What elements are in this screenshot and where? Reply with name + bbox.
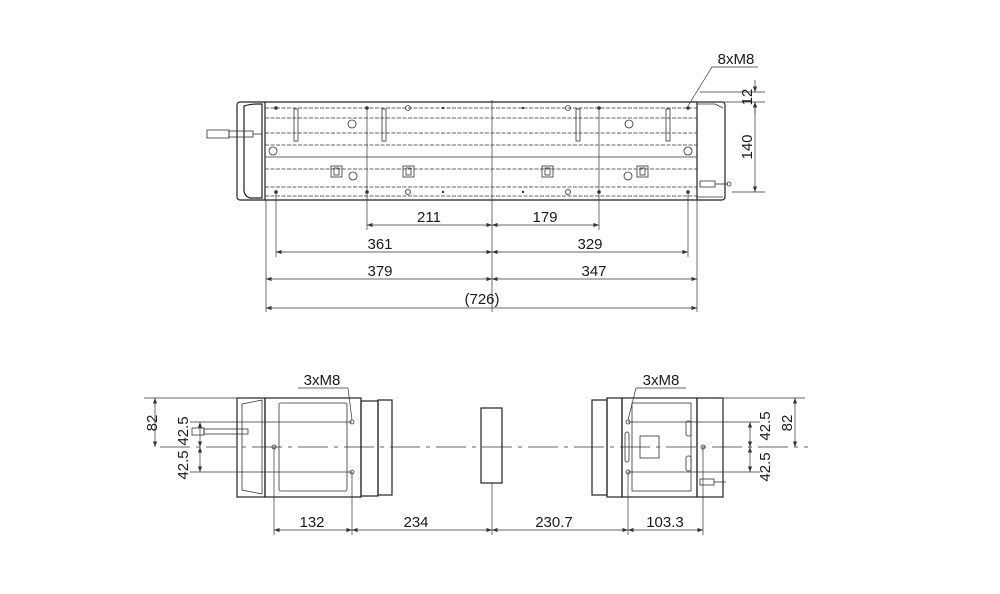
dim-overall: (726): [464, 291, 499, 308]
dim-234: 234: [403, 514, 428, 531]
dim-right-82: 82: [779, 415, 796, 432]
left-unit: [191, 397, 393, 498]
clamps: [330, 165, 649, 178]
dim-right-42-5-upper: 42.5: [757, 411, 774, 440]
thread-label-right: 3xM8: [643, 372, 680, 389]
end-views: 3xM8 3xM8 82 42.5 42.5 42.5 42.5 82 132 …: [144, 372, 808, 535]
mounting-brackets: [293, 108, 671, 142]
dim-179: 179: [532, 209, 557, 226]
dim-left-42-5-upper: 42.5: [175, 416, 192, 445]
body-outline: [236, 101, 726, 201]
dim-left-42-5-lower: 42.5: [175, 450, 192, 479]
top-view: 211 179 361 329 379 347 (726) 8xM8 12 14…: [206, 51, 765, 312]
dim-12: 12: [739, 89, 756, 106]
dim-230-7: 230.7: [535, 514, 573, 531]
thread-label-left: 3xM8: [304, 372, 341, 389]
dim-103-3: 103.3: [646, 514, 684, 531]
dim-right-42-5-lower: 42.5: [757, 452, 774, 481]
dim-132: 132: [299, 514, 324, 531]
dim-347: 347: [581, 263, 606, 280]
dim-379: 379: [367, 263, 392, 280]
thread-label-top: 8xM8: [718, 51, 755, 68]
dim-361: 361: [367, 236, 392, 253]
dim-211: 211: [417, 209, 441, 226]
left-end-cap: [243, 103, 263, 199]
holes: [268, 105, 693, 195]
dim-left-82: 82: [144, 415, 161, 432]
right-unit: [591, 397, 726, 498]
dim-329: 329: [577, 236, 602, 253]
window-element: [480, 407, 503, 484]
connector-right: [699, 180, 732, 188]
connector-left: [206, 129, 262, 139]
dim-140: 140: [739, 134, 756, 159]
